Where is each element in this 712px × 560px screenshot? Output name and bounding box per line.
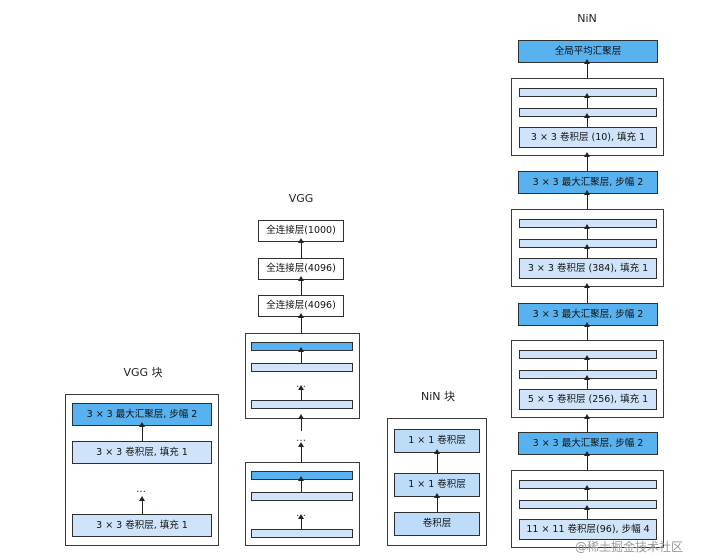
arrow-icon <box>298 347 304 363</box>
nin-block-conv: 卷积层 <box>394 512 480 536</box>
arrow-icon <box>139 496 145 514</box>
arrow-icon <box>298 238 304 258</box>
arrow-icon <box>584 224 590 239</box>
nin-conv-384: 3 × 3 卷积层 (384), 填充 1 <box>519 258 657 279</box>
vgg-block-ellipsis: … <box>136 484 147 495</box>
arrow-icon <box>298 514 304 529</box>
arrow-icon <box>584 113 590 127</box>
vgg-title: VGG <box>288 192 314 205</box>
vgg-block-title: VGG 块 <box>123 366 163 379</box>
arrow-icon <box>584 375 590 389</box>
vgg-upper-ellipsis: … <box>296 380 307 390</box>
arrow-icon <box>584 283 590 303</box>
vgg-lower-ellipsis: … <box>296 509 307 519</box>
arrow-icon <box>584 190 590 209</box>
arrow-icon <box>298 276 304 295</box>
arrow-icon <box>298 476 304 492</box>
arrow-icon <box>584 59 590 78</box>
vgg-between-ellipsis: … <box>296 433 307 444</box>
arrow-icon <box>584 152 590 171</box>
arrow-icon <box>584 485 590 500</box>
vgg-block-conv-bottom: 3 × 3 卷积层, 填充 1 <box>72 514 212 537</box>
arrow-icon <box>298 313 304 333</box>
nin-conv-96: 11 × 11 卷积层(96), 步幅 4 <box>519 519 657 540</box>
nin-conv-256: 5 × 5 卷积层 (256), 填充 1 <box>519 389 657 410</box>
arrow-icon <box>434 493 440 512</box>
arrow-icon <box>584 505 590 519</box>
arrow-icon <box>298 442 304 462</box>
vgg-lower-conv-bar <box>251 492 353 501</box>
arrow-icon <box>584 355 590 370</box>
arrow-icon <box>434 449 440 473</box>
arrow-icon <box>584 244 590 258</box>
arrow-icon <box>298 414 304 431</box>
nin-conv-10: 3 × 3 卷积层 (10), 填充 1 <box>519 127 657 148</box>
nin-block-title: NiN 块 <box>420 390 455 403</box>
vgg-lower-conv-bar <box>251 529 353 538</box>
nin-title: NiN <box>577 12 597 25</box>
arrow-icon <box>584 414 590 432</box>
vgg-upper-conv-bar <box>251 400 353 409</box>
arrow-icon <box>584 451 590 470</box>
watermark: @稀土掘金技术社区 <box>575 540 684 554</box>
arrow-icon <box>298 385 304 400</box>
arrow-icon <box>139 422 145 441</box>
arrow-icon <box>584 322 590 340</box>
vgg-upper-conv-bar <box>251 363 353 372</box>
vgg-block-conv-top: 3 × 3 卷积层, 填充 1 <box>72 441 212 464</box>
arrow-icon <box>584 93 590 108</box>
